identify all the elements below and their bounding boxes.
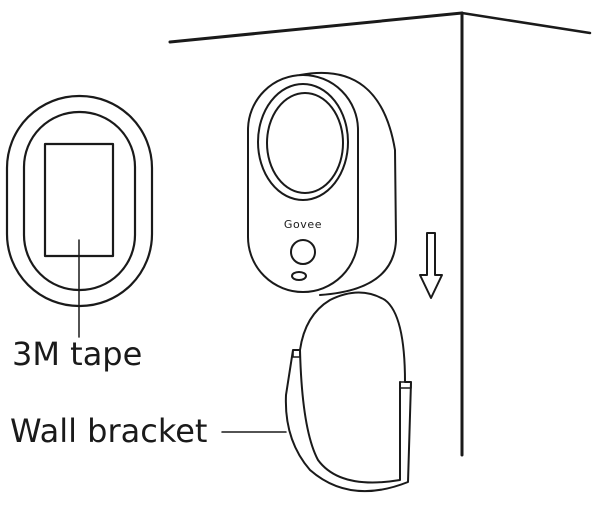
wall-top-edge: [168, 11, 464, 44]
wall-corner: [168, 11, 592, 457]
wall-bracket-inner: [299, 349, 401, 484]
device-sensor: [291, 271, 307, 281]
device: Govee: [247, 71, 397, 296]
device-brand-label: Govee: [284, 218, 322, 231]
tape-strip: [43, 142, 115, 258]
wall-bracket: [221, 291, 412, 493]
wall-side-edge: [460, 11, 592, 35]
wall-bracket-outer: [284, 291, 412, 493]
device-back: [299, 71, 397, 296]
tape-label: 3M tape: [12, 335, 143, 373]
device-body: [247, 74, 359, 293]
wall-bracket-label: Wall bracket: [10, 412, 208, 450]
wall-bracket-right-tab: [399, 381, 412, 389]
arrow-down-icon: [419, 232, 443, 299]
wall-bracket-left-tab: [292, 349, 301, 358]
device-lens-ring-inner: [266, 92, 344, 194]
device-lens-ring-outer: [257, 83, 349, 201]
tape-plate: [5, 94, 154, 338]
arrow-down-shape: [419, 232, 443, 299]
device-button: [290, 239, 316, 265]
